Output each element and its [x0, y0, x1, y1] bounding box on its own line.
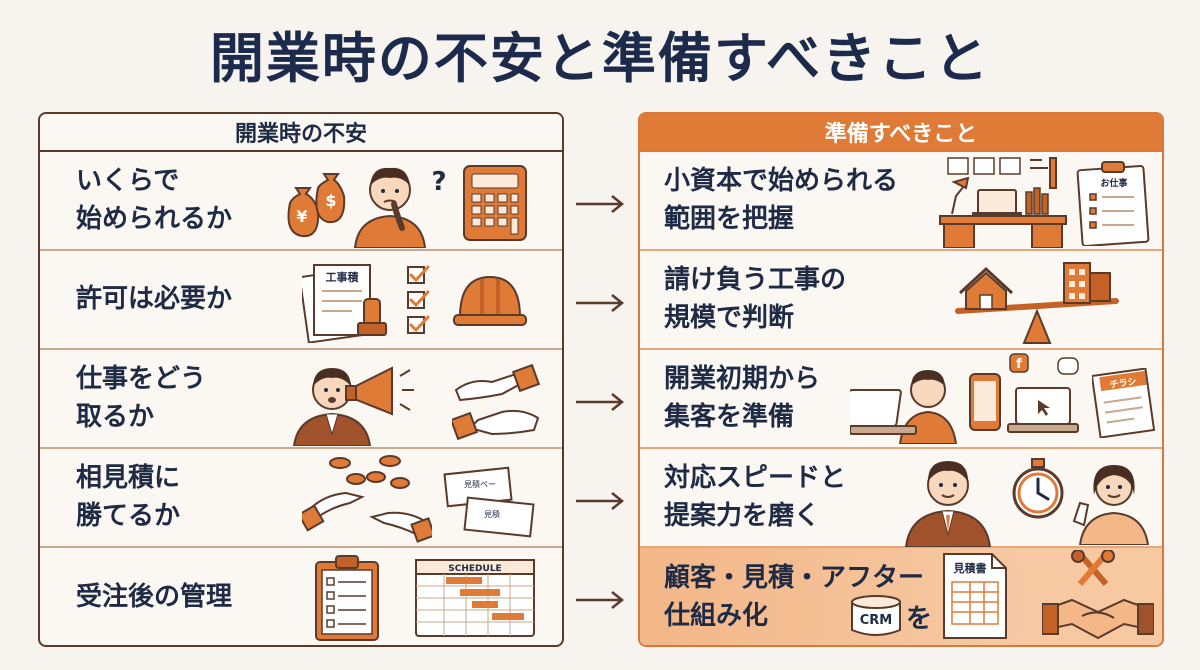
worried-man-icon	[353, 167, 427, 248]
prep-text: 対応スピードと 提案力を磨く	[664, 462, 847, 531]
calculator-icon	[463, 165, 527, 241]
flyer-label: チラシ	[1109, 376, 1137, 391]
concern-row-manage: 受注後の管理 SCHEDULE	[40, 548, 562, 645]
smartphone-icon	[969, 373, 1001, 431]
arrow-right-icon	[576, 195, 625, 213]
list-doc-label: お仕事	[1100, 177, 1127, 189]
handshake-icon	[1042, 598, 1154, 640]
concern-text: 受注後の管理	[76, 581, 233, 612]
stamp-icon	[363, 298, 381, 326]
concerns-panel: 開業時の不安 いくらで 始められるか ¥ $ ?	[38, 112, 564, 647]
svg-text:$: $	[325, 191, 336, 210]
svg-text:¥: ¥	[296, 207, 307, 226]
concern-row-cost: いくらで 始められるか ¥ $ ?	[40, 152, 562, 251]
concern-text: 仕事をどう 取るか	[76, 363, 207, 432]
preparation-header: 準備すべきこと	[640, 114, 1162, 152]
customer-woman-icon	[1072, 465, 1150, 545]
prep-row-speed: 対応スピードと 提案力を磨く	[640, 449, 1162, 548]
prep-row-capital: 小資本で始められる 範囲を把握 お仕事	[640, 152, 1162, 251]
concerns-header: 開業時の不安	[40, 114, 562, 152]
social-laptop-icon: f	[1007, 353, 1079, 433]
handshake-reach-icon	[452, 363, 541, 441]
prep-text: 請け負う工事の 規模で判断	[664, 264, 847, 333]
building-icon	[1063, 262, 1111, 304]
preparation-panel: 準備すべきこと 小資本で始められる 範囲を把握 お仕事	[638, 112, 1164, 647]
house-scale-icon	[955, 262, 1119, 344]
svg-text:f: f	[1016, 357, 1022, 372]
estimate-doc-label: 見積書	[953, 561, 987, 575]
crm-database-icon: CRM	[848, 594, 904, 638]
question-mark-icon: ?	[431, 167, 446, 196]
permit-doc-label: 工事積	[326, 270, 360, 284]
hard-hat-icon	[453, 275, 527, 326]
arrow-right-icon	[576, 393, 625, 411]
permit-documents-icon: 工事積	[302, 264, 387, 343]
concern-row-bid: 相見積に 勝てるか 見積ペー 見積	[40, 449, 562, 548]
particle-label: を	[906, 604, 933, 634]
prep-row-system: 顧客・見積・アフター 仕組み化 CRM を 見積書	[640, 548, 1162, 645]
small-office-desk-icon	[939, 157, 1067, 248]
arrow-right-icon	[576, 492, 625, 510]
prep-row-scale: 請け負う工事の 規模で判断	[640, 251, 1162, 350]
arrow-right-icon	[576, 294, 625, 312]
prep-row-marketing: 開業初期から 集客を準備 f チラシ	[640, 350, 1162, 449]
estimate-list-icon: お仕事	[1076, 161, 1150, 246]
page-title: 開業時の不安と準備すべきこと	[209, 27, 991, 90]
concern-row-permit: 許可は必要か 工事積	[40, 251, 562, 350]
laptop-man-icon	[850, 370, 958, 444]
estimate-cards-icon: 見積ペー 見積	[443, 466, 535, 538]
arrow-right-icon	[576, 591, 625, 609]
crm-label: CRM	[859, 613, 893, 628]
checklist-icon	[407, 265, 430, 334]
flyer-icon: チラシ	[1092, 368, 1156, 438]
prep-text: 顧客・見積・アフター 仕組み化	[664, 562, 925, 631]
tools-icon	[1071, 550, 1115, 586]
coins-hands-icon	[302, 455, 432, 543]
tools-handshake-icon	[1042, 550, 1154, 640]
schedule-chart-icon: SCHEDULE	[415, 559, 535, 637]
schedule-label: SCHEDULE	[448, 564, 501, 574]
concern-text: 許可は必要か	[76, 283, 233, 314]
concern-text: いくらで 始められるか	[76, 165, 233, 234]
megaphone-man-icon	[292, 366, 414, 446]
card-label-2: 見積	[484, 509, 500, 519]
stopwatch-icon	[1012, 458, 1064, 519]
businessman-icon	[904, 461, 992, 547]
clipboard-icon	[315, 555, 379, 641]
prep-text: 小資本で始められる 範囲を把握	[664, 165, 899, 234]
estimate-doc-icon: 見積書	[943, 553, 1007, 639]
money-bags-icon: ¥ $	[287, 173, 346, 238]
card-label-1: 見積ペー	[464, 479, 496, 489]
prep-text: 開業初期から 集客を準備	[664, 363, 821, 432]
svg-text:?: ?	[431, 167, 446, 196]
concern-row-acquire: 仕事をどう 取るか	[40, 350, 562, 449]
concern-text: 相見積に 勝てるか	[76, 462, 181, 531]
